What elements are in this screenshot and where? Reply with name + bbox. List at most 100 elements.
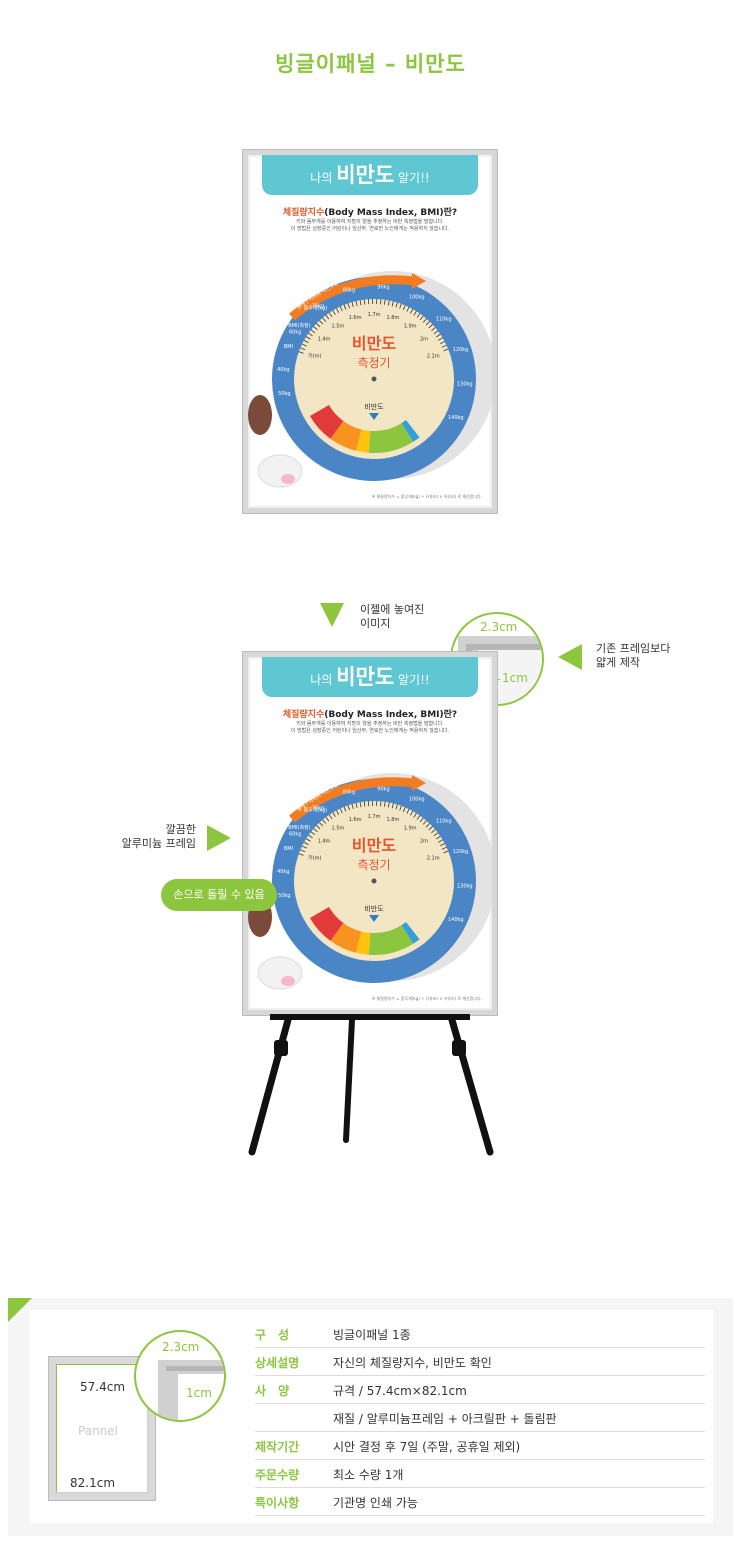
dial-tick [433,832,439,837]
dial-height-label: 1.9m [404,323,417,329]
dial-tick [313,326,318,331]
dial-height-label: 1.5m [331,323,344,329]
dial-tick [391,803,394,809]
dial-weight-label: 60kg [289,330,301,336]
spec-key: 구 성 [255,1328,290,1342]
banner-title: 비만도 [336,665,395,689]
dial-subtitle: 측정기 [357,858,390,872]
panel-label: Pannel [78,1424,118,1438]
spec-zoom-23: 2.3cm [162,1340,200,1354]
dial-tick [438,839,443,843]
dial-tick [355,802,358,809]
dial-scale-segment [309,405,344,439]
dial-pointer-label: 비만도 [364,402,384,411]
dial-arrow-head [412,775,426,791]
dial-side-label: 40kg [277,367,289,373]
dial-weight-label: 110kg [436,317,452,323]
dial-scale-segment [330,421,362,451]
easel-stand [248,1014,494,1156]
piggy-snout-icon [281,474,295,484]
dial-tick [416,815,421,820]
dial-center-pin [371,376,377,382]
spec-key: 사 양 [255,1384,290,1398]
dial-tick [441,344,447,348]
bmi-description: 키와 몸무게를 이용하여 지방의 양을 추정하는 비만 측정법을 말합니다.이 … [290,219,450,232]
dial-tick [395,302,398,308]
dial-tick [395,804,398,810]
dial-tick [413,310,417,316]
dial-tick [443,850,449,854]
dial-tick [351,803,354,810]
dial-scale-segment [368,423,414,453]
dial-scale-segment [401,419,420,442]
dial-weight-label: 90kg [377,284,389,290]
dial-height-label: 1.8m [387,817,400,823]
dial-tick [399,805,402,811]
dial-weight-label: 80kg [343,790,355,796]
dial-tick [425,823,430,828]
dial-pointer-icon [369,413,379,420]
down-arrow-icon [320,603,344,627]
spec-key: 상세설명 [255,1356,300,1370]
spec-key: 특이사항 [255,1496,300,1510]
dial-arrow-band [289,275,415,321]
dial-height-label: 1.9m [404,825,417,831]
dial-side-label: BMI [284,344,293,350]
dial-height-label: 1.7m [368,814,381,820]
dial-tick [351,301,354,308]
dial-tick [363,299,366,305]
dial-tick [419,315,424,321]
dial-tick [322,819,327,824]
dial-tick [300,347,306,351]
dial-tick [328,312,333,318]
dial-scale-segment [330,923,362,953]
dial-weight-label: 100kg [409,295,425,301]
dial-tick [433,330,439,335]
dial-scale-segment [309,907,344,941]
dial-height-label: 키(m) [308,352,321,359]
dial-tick [422,318,427,323]
dial-side-label: 몸무게(kg) [304,806,328,813]
dial-weight-label: 130kg [457,883,473,889]
dial-tick [339,306,343,312]
left-arrow-icon [558,644,582,670]
dial-tick [308,834,313,839]
piggy-bank-icon [257,956,303,990]
dial-tick [359,802,362,808]
spec-value: 최소 수량 1개 [333,1468,404,1482]
height-label: 82.1cm [70,1476,116,1490]
spec-value: 재질 / 알루미늄프레임 + 아크릴판 + 돌림판 [333,1412,557,1426]
dial-tick [310,831,316,836]
dial-height-label: 1.4m [318,839,331,845]
dial-side-label: 40kg [277,869,289,875]
dial-arrow-band [289,777,415,823]
dial-tick [322,317,327,322]
dial-tick [336,810,340,815]
dial-weight-label: 120kg [453,849,469,855]
dial-height-label: 2m [420,839,428,845]
dial-tick [406,306,410,312]
bmi-description: 키와 몸무게를 이용하여 지방의 양을 추정하는 비만 측정법을 말합니다.이 … [290,721,450,734]
dial-height-label: 1.5m [331,825,344,831]
spec-zoom-1: 1cm [186,1386,212,1400]
dial-height-label: 1.6m [349,315,362,321]
dial-tick [413,812,417,818]
poster-easel: 나의 비만도 알기!! 체질량지수(Body Mass Index, BMI)란… [243,652,497,1015]
dial-side-label: 50kg [278,391,290,397]
dial-tick [310,329,316,334]
dial-tick [328,814,333,820]
dial-weight-label: 80kg [343,288,355,294]
dial-side-label: BMI(측정) [288,322,310,329]
dial-height-label: 2m [420,337,428,343]
dial-tick [316,825,321,830]
corner-triangle-icon [8,1298,32,1322]
dial-tick [363,801,366,807]
dial-tick [305,838,311,842]
dial-weight-label: 70kg [312,303,324,309]
dial-side-label: 몸무게(kg) [304,304,328,311]
